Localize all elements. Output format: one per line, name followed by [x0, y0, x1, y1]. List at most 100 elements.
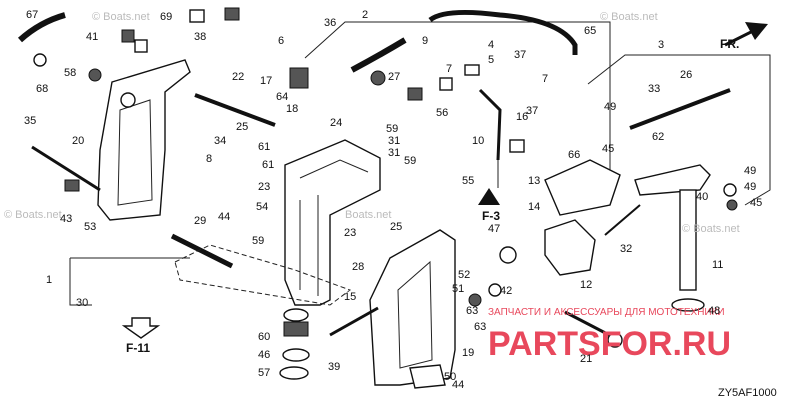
callout-59: 59 [386, 123, 398, 135]
hose-65 [428, 9, 578, 55]
group3-bracket [587, 54, 771, 206]
callout-56: 56 [436, 107, 448, 119]
callout-15: 15 [344, 291, 356, 303]
hose-67 [17, 12, 66, 43]
callout-31: 31 [388, 135, 400, 147]
callout-21: 21 [580, 353, 592, 365]
callout-55: 55 [462, 175, 474, 187]
callout-7: 7 [542, 73, 548, 85]
callout-33: 33 [648, 83, 660, 95]
callout-25: 25 [236, 121, 248, 133]
callout-23: 23 [258, 181, 270, 193]
callout-17: 17 [260, 75, 272, 87]
callout-11: 11 [712, 259, 723, 271]
rod-26 [629, 88, 731, 130]
callout-41: 41 [86, 31, 98, 43]
bolt-39 [329, 306, 379, 337]
watermark-4: © Boats.net [682, 223, 740, 235]
callout-59: 59 [252, 235, 264, 247]
callout-35: 35 [24, 115, 36, 127]
callout-9: 9 [422, 35, 428, 47]
watermark-2: © Boats.net [600, 11, 658, 23]
mount-58 [283, 308, 309, 322]
callout-63: 63 [474, 321, 486, 333]
shaft-22 [194, 93, 276, 127]
front-arrow-icon [724, 28, 756, 47]
callout-67: 67 [26, 9, 38, 21]
ref-arrow-f3-icon [478, 188, 500, 205]
watermark-5: Boats.net [345, 209, 391, 221]
callout-31: 31 [388, 147, 400, 159]
callout-58: 58 [64, 67, 76, 79]
callout-19: 19 [462, 347, 474, 359]
callout-40: 40 [696, 191, 708, 203]
callout-64: 64 [276, 91, 288, 103]
tube-29 [170, 233, 234, 269]
callout-45: 45 [750, 197, 762, 209]
callout-46: 46 [258, 349, 270, 361]
bolt-32 [604, 204, 641, 236]
callout-6: 6 [278, 35, 284, 47]
direction-label: FR. [720, 37, 739, 51]
callout-47: 47 [488, 223, 500, 235]
callout-66: 66 [568, 149, 580, 161]
callout-26: 26 [680, 69, 692, 81]
callout-10: 10 [472, 135, 484, 147]
ref-label-f3: F-3 [482, 209, 500, 223]
callout-37: 37 [526, 105, 538, 117]
washer-46 [282, 348, 310, 362]
watermark-3: © Boats.net [4, 209, 62, 221]
shaft-11 [679, 189, 697, 291]
callout-30: 30 [76, 297, 88, 309]
callout-59: 59 [404, 155, 416, 167]
collar-43 [64, 179, 80, 192]
brand-logo: PARTSFOR.RU [488, 325, 731, 363]
callout-61: 61 [258, 141, 270, 153]
callout-52: 52 [458, 269, 470, 281]
callout-8: 8 [206, 153, 212, 165]
callout-24: 24 [330, 117, 342, 129]
callout-57: 57 [258, 367, 270, 379]
callout-5: 5 [488, 54, 494, 66]
callout-4: 4 [488, 39, 494, 51]
callout-1: 1 [46, 274, 52, 286]
callout-39: 39 [328, 361, 340, 373]
stern-bracket-right [369, 229, 456, 386]
plate-15 [174, 244, 352, 306]
callout-44: 44 [218, 211, 230, 223]
callout-62: 62 [652, 131, 664, 143]
bolt-21 [564, 310, 616, 340]
washer-48 [671, 298, 705, 312]
bolt-35 [31, 145, 101, 192]
callout-49: 49 [744, 181, 756, 193]
callout-14: 14 [528, 201, 540, 213]
callout-38: 38 [194, 31, 206, 43]
steering-arm-40 [634, 164, 711, 196]
callout-23: 23 [344, 227, 356, 239]
ref-label-f11: F-11 [126, 341, 150, 355]
part-callouts: 1234567891011121314151617181920212223242… [24, 9, 762, 391]
watermark-1: © Boats.net [92, 11, 150, 23]
callout-43: 43 [60, 213, 72, 225]
bracket-boss [120, 92, 136, 108]
callout-68: 68 [36, 83, 48, 95]
callout-50: 50 [444, 371, 456, 383]
callout-63: 63 [466, 305, 478, 317]
callout-2: 2 [362, 9, 368, 21]
swivel-case [284, 139, 381, 306]
pump-12 [544, 219, 596, 276]
callout-22: 22 [232, 71, 244, 83]
callout-29: 29 [194, 215, 206, 227]
washer-57 [279, 366, 309, 380]
callout-13: 13 [528, 175, 540, 187]
callout-69: 69 [160, 11, 172, 23]
callout-27: 27 [388, 71, 400, 83]
callout-48: 48 [708, 305, 720, 317]
callout-3: 3 [658, 39, 664, 51]
mount-60 [283, 321, 309, 337]
callout-25: 25 [390, 221, 402, 233]
callout-42: 42 [500, 285, 512, 297]
callout-32: 32 [620, 243, 632, 255]
bolt-head-21 [607, 332, 623, 348]
